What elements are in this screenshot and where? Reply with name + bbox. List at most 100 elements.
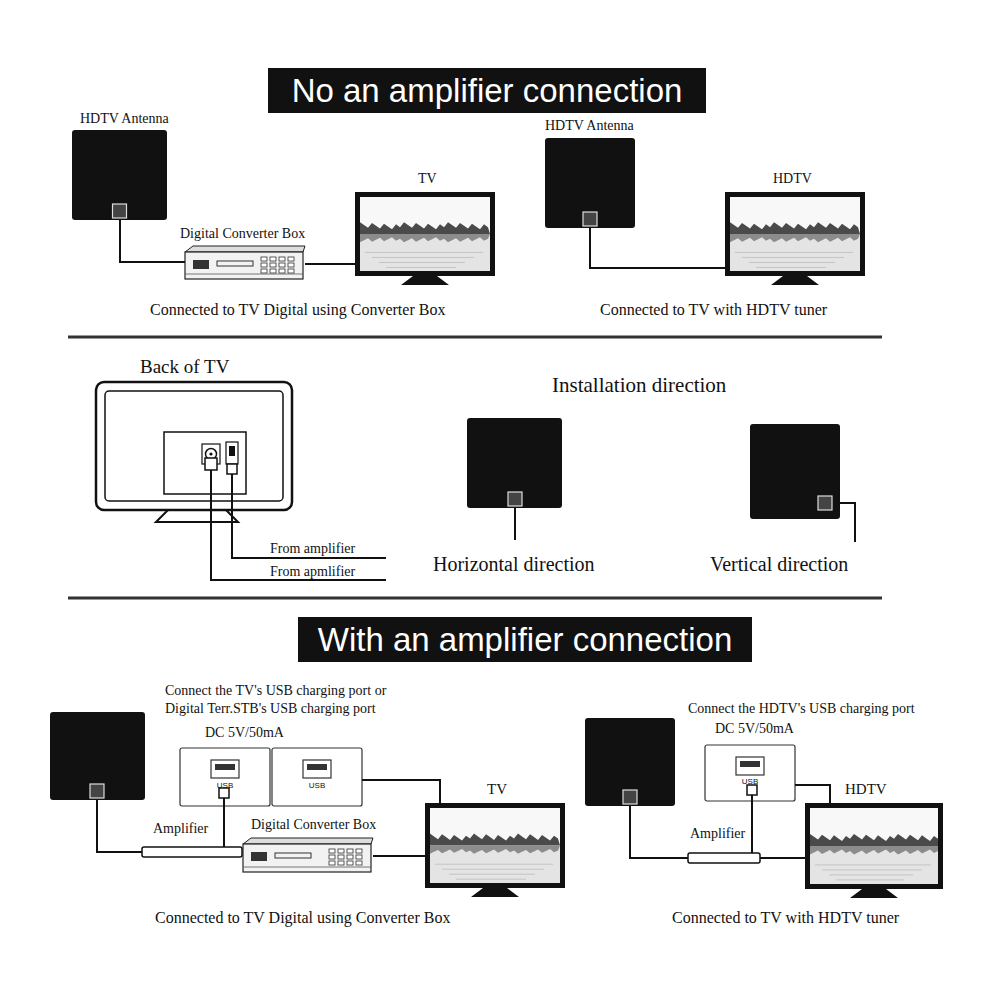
node-shape bbox=[272, 748, 362, 806]
tv-trees bbox=[430, 834, 560, 846]
amplifier-wire bbox=[211, 466, 386, 580]
tv-trees bbox=[810, 834, 938, 846]
usb-cable bbox=[223, 796, 225, 847]
caption-label: From amplifier bbox=[270, 540, 355, 558]
tv-water bbox=[810, 846, 938, 884]
usb-callout: USB bbox=[180, 748, 270, 806]
box-button bbox=[347, 855, 353, 859]
box-button bbox=[338, 855, 344, 859]
caption-label: Horizontal direction bbox=[433, 551, 595, 577]
node-shape bbox=[545, 138, 635, 228]
usb-socket-tongue bbox=[215, 764, 235, 770]
caption-label: Vertical direction bbox=[710, 551, 848, 577]
node-shape bbox=[243, 838, 373, 872]
antenna-body bbox=[72, 130, 167, 220]
usb-plug bbox=[219, 788, 229, 798]
tv-reflection bbox=[810, 846, 938, 854]
box-button bbox=[270, 263, 276, 267]
node-shape bbox=[425, 803, 565, 888]
caption-label: Connected to TV Digital using Converter … bbox=[155, 908, 450, 929]
device-label: HDTV Antenna bbox=[545, 118, 634, 134]
caption-label: Connected to TV Digital using Converter … bbox=[150, 300, 445, 321]
tv-water bbox=[430, 846, 560, 884]
caption-label: DC 5V/50mA bbox=[205, 724, 284, 742]
antenna-connector bbox=[818, 496, 832, 510]
box-edge bbox=[185, 274, 303, 275]
box-button bbox=[261, 263, 267, 267]
connector-line bbox=[373, 855, 425, 857]
antenna-connector bbox=[90, 784, 104, 798]
section-banner: With an amplifier connection bbox=[298, 617, 752, 662]
node-shape bbox=[180, 748, 270, 806]
tv-trees bbox=[730, 222, 860, 234]
antenna-connector bbox=[583, 212, 597, 226]
banner-title: No an amplifier connection bbox=[268, 68, 706, 113]
usb-port bbox=[226, 442, 238, 464]
tv-back-stand bbox=[156, 510, 238, 522]
flat-antenna bbox=[50, 712, 145, 800]
tv-stand bbox=[771, 276, 819, 285]
tv-reflection bbox=[360, 234, 490, 242]
box-edge bbox=[243, 867, 371, 868]
box-slot bbox=[217, 261, 253, 266]
device-label: Back of TV bbox=[140, 356, 229, 378]
tv-ripple bbox=[756, 267, 826, 268]
tv-reflection bbox=[730, 234, 860, 242]
coax-pin bbox=[209, 452, 212, 455]
caption-label: Amplifier bbox=[690, 825, 745, 843]
box-button bbox=[356, 861, 362, 865]
tv-ripple bbox=[386, 267, 456, 268]
antenna-body bbox=[545, 138, 635, 228]
device-label: TV bbox=[418, 171, 437, 187]
usb-callout: USB bbox=[705, 745, 795, 801]
tv-ripple bbox=[749, 262, 835, 263]
flat-antenna bbox=[750, 424, 840, 519]
flat-antenna bbox=[467, 418, 562, 508]
usb-box bbox=[180, 748, 270, 806]
box-top bbox=[243, 838, 373, 844]
device-label: HDTV bbox=[845, 781, 887, 798]
tv-ripple bbox=[836, 879, 904, 880]
flat-antenna bbox=[585, 718, 675, 806]
tv-frame bbox=[725, 192, 865, 276]
connector-line bbox=[305, 263, 355, 265]
tv-trees bbox=[360, 222, 490, 234]
caption-label: Connect the TV's USB charging port or Di… bbox=[165, 682, 427, 718]
usb-socket bbox=[736, 757, 764, 775]
box-button bbox=[347, 861, 353, 865]
box-top bbox=[185, 246, 305, 252]
connector-line bbox=[120, 220, 185, 262]
usb-box bbox=[272, 748, 362, 806]
node-shape bbox=[185, 246, 305, 279]
tv-frame bbox=[355, 192, 495, 276]
usb-socket bbox=[211, 760, 239, 778]
device-label: Digital Converter Box bbox=[180, 226, 305, 242]
box-button bbox=[338, 861, 344, 865]
device-label: Digital Converter Box bbox=[251, 817, 376, 833]
divider-line bbox=[68, 336, 882, 339]
box-button bbox=[270, 257, 276, 261]
box-button bbox=[356, 855, 362, 859]
antenna-cable bbox=[832, 503, 855, 542]
box-button bbox=[347, 849, 353, 853]
connector-line bbox=[362, 780, 440, 803]
antenna-cable bbox=[630, 804, 688, 858]
connector-line bbox=[590, 228, 725, 268]
banner-title: With an amplifier connection bbox=[298, 617, 752, 662]
tv-panel bbox=[430, 808, 560, 883]
tv-back-outer bbox=[96, 382, 292, 510]
antenna-cable bbox=[760, 857, 805, 859]
antenna-connector bbox=[113, 204, 127, 218]
node-shape bbox=[72, 130, 167, 220]
box-button bbox=[279, 257, 285, 261]
tv-panel bbox=[810, 808, 938, 884]
tv-frame bbox=[425, 803, 565, 888]
converter-box: Digital Converter Box bbox=[185, 246, 305, 279]
port-label: USB bbox=[180, 781, 270, 790]
box-button bbox=[329, 855, 335, 859]
antenna-panel: HDTV Antenna bbox=[545, 138, 635, 228]
tv-panel bbox=[360, 197, 490, 271]
device-label: HDTV Antenna bbox=[80, 111, 169, 127]
